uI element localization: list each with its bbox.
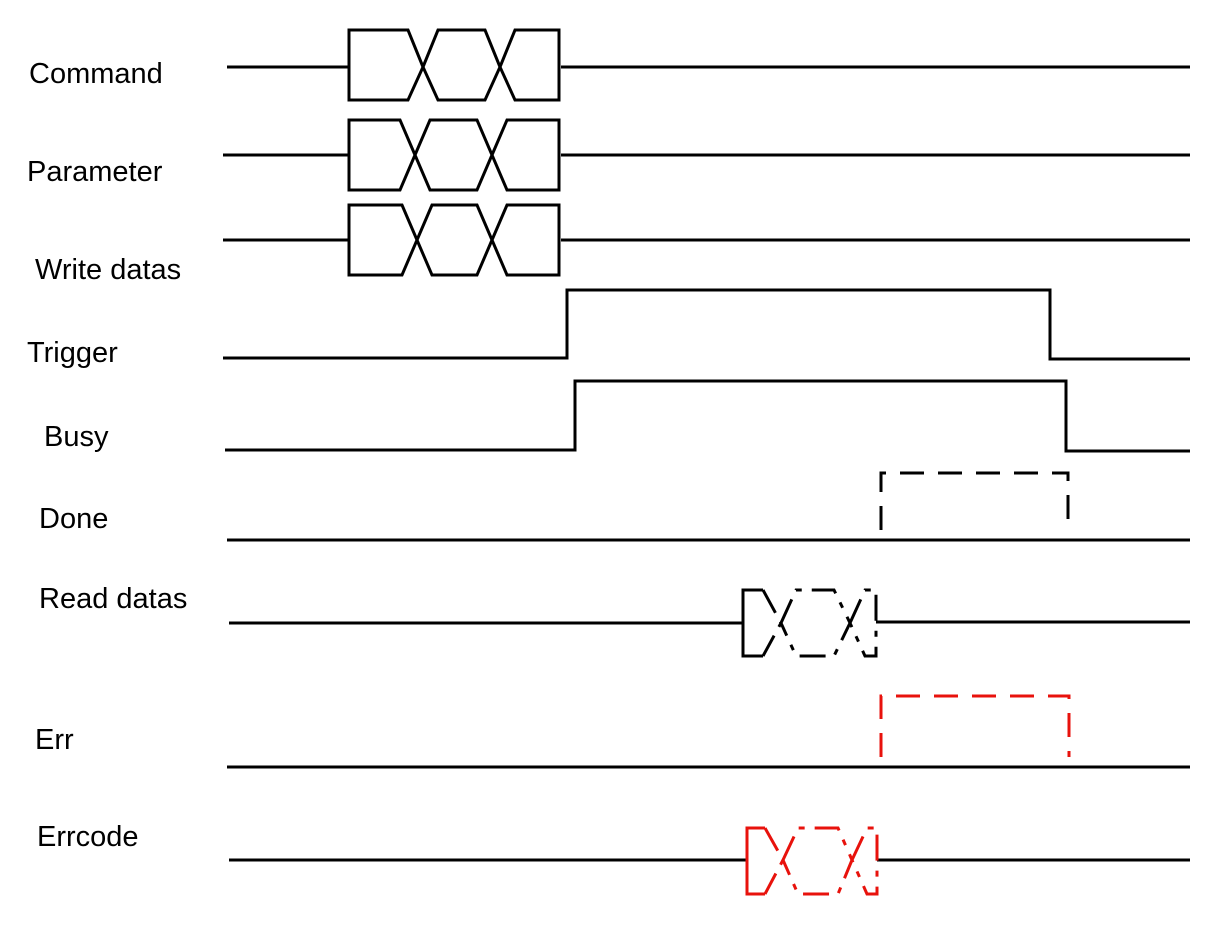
- signal-label-done: Done: [39, 503, 108, 535]
- signal-label-busy: Busy: [44, 421, 109, 453]
- signal-command: Command: [29, 28, 1190, 102]
- signal-label-read-datas: Read datas: [39, 583, 187, 615]
- signal-label-command: Command: [29, 58, 163, 90]
- signal-errcode: Errcode: [37, 821, 1190, 896]
- signal-done: Done: [39, 471, 1190, 542]
- read-datas-start-bracket: [741, 588, 763, 658]
- done-pulse-dashed: [879, 471, 1070, 530]
- signal-busy: Busy: [44, 379, 1190, 453]
- signal-label-err: Err: [35, 724, 74, 756]
- signal-label-write-datas: Write datas: [35, 254, 181, 286]
- read-datas-baseline: [229, 620, 1190, 625]
- signal-label-errcode: Errcode: [37, 821, 139, 853]
- write-datas-waveform: [223, 203, 1190, 277]
- command-waveform: [227, 28, 1190, 102]
- signal-write-datas: Write datas: [35, 203, 1190, 286]
- err-pulse-dashed: [879, 694, 1071, 757]
- signal-label-parameter: Parameter: [27, 156, 163, 188]
- errcode-start-bracket: [745, 826, 765, 896]
- read-datas-transition-dashed: [761, 588, 878, 658]
- errcode-transition-dashed: [763, 826, 879, 896]
- trigger-waveform: [223, 288, 1190, 361]
- signal-trigger: Trigger: [27, 288, 1190, 369]
- signal-label-trigger: Trigger: [27, 337, 118, 369]
- parameter-waveform: [223, 118, 1190, 192]
- busy-waveform: [225, 379, 1190, 453]
- signal-parameter: Parameter: [27, 118, 1190, 192]
- signal-err: Err: [35, 694, 1190, 769]
- signal-read-datas: Read datas: [39, 583, 1190, 658]
